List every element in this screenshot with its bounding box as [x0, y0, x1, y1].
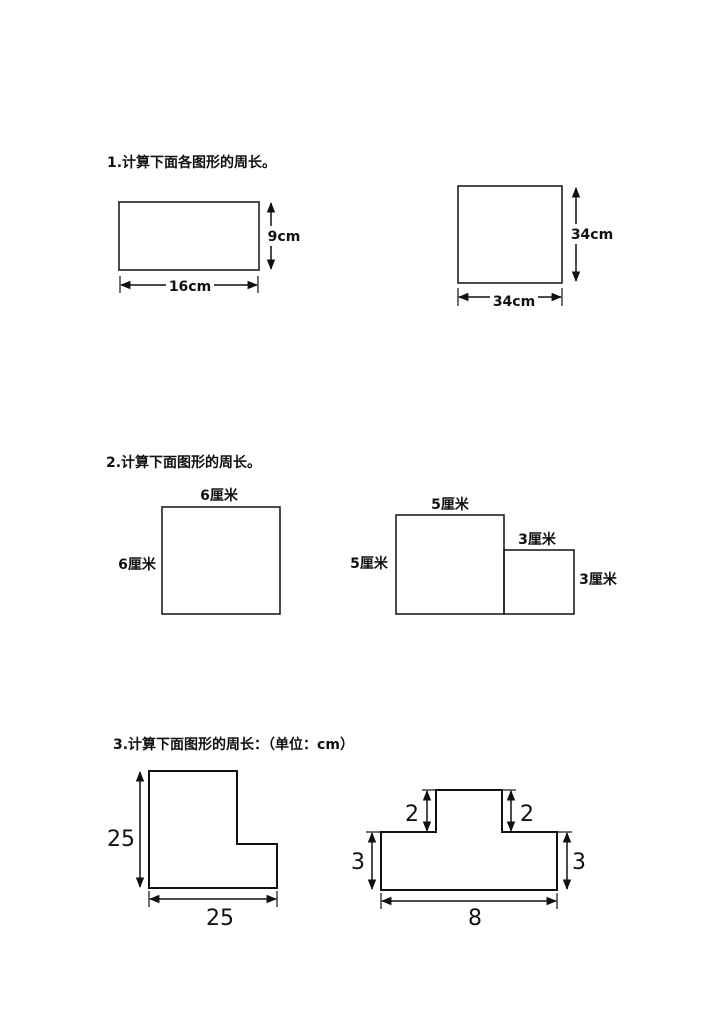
q2-small-square: [503, 549, 575, 615]
q2-square-figure: 6厘米 6厘米: [118, 487, 281, 615]
q3-t-left-base-label: 3: [351, 850, 365, 875]
q1-square-width-label-bg: [490, 290, 538, 308]
q3-l-shape-figure: 25 25: [107, 770, 278, 931]
q2-small-right-label: 3厘米: [579, 571, 618, 588]
q2-small-top-label: 3厘米: [518, 531, 557, 548]
q3-l-width-label: 25: [206, 906, 234, 931]
q2-square-left-label: 6厘米: [118, 556, 157, 573]
q2-square-top-label: 6厘米: [200, 487, 239, 504]
q2-big-square: [395, 514, 505, 615]
q3-title: 3.计算下面图形的周长：（单位：cm）: [113, 737, 354, 753]
q3-l-height-label: 25: [107, 827, 135, 852]
q1-rect-width-label: 16cm: [169, 279, 211, 295]
q2-title: 2.计算下面图形的周长。: [106, 455, 262, 471]
q3-t-shape: [380, 789, 558, 891]
q3-l-shape: [148, 770, 278, 889]
q2-composite-figure: 5厘米 5厘米 3厘米 3厘米: [350, 496, 618, 615]
q2-square: [161, 506, 281, 615]
q3-t-right-base-label: 3: [572, 850, 586, 875]
q1-square-height-label-bg: [566, 224, 614, 244]
q1-square-width-label: 34cm: [493, 294, 535, 310]
q2-big-top-label: 5厘米: [431, 496, 470, 513]
q1-rectangle-figure: 9cm 16cm: [118, 201, 303, 295]
q1-title: 1.计算下面各图形的周长。: [107, 155, 277, 171]
q2-big-left-label: 5厘米: [350, 555, 389, 572]
q1-square-height-label: 34cm: [571, 227, 613, 243]
q1-rect-height-label-bg: [265, 226, 303, 246]
q1-square: [457, 185, 563, 284]
q3-t-shape-figure: 2 2 3 3 8: [351, 789, 586, 931]
q1-rectangle: [118, 201, 260, 271]
q1-rect-height-label: 9cm: [268, 229, 301, 245]
q3-t-left-step-label: 2: [405, 802, 419, 827]
q1-square-figure: 34cm 34cm: [457, 185, 614, 310]
q3-t-right-step-label: 2: [520, 802, 534, 827]
q3-t-width-label: 8: [468, 906, 482, 931]
q1-rect-width-label-bg: [166, 276, 214, 294]
